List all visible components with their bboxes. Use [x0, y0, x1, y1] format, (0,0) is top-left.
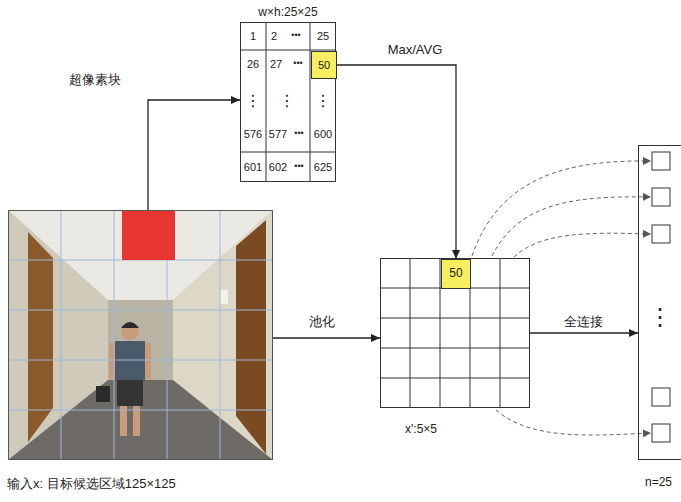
- edge-label: 超像素块: [67, 73, 123, 87]
- arrow-connector: [337, 65, 456, 259]
- arrow-connector: [148, 100, 240, 210]
- ellipsis-mark: ⋮: [245, 92, 261, 110]
- ellipsis-mark: ⋮: [279, 92, 295, 110]
- cell-number: 50: [449, 267, 462, 281]
- ellipsis-mark: •••: [293, 59, 302, 69]
- cell-number: 25: [317, 30, 329, 42]
- ellipsis-mark: •••: [291, 31, 300, 41]
- highlight-cell: 50: [311, 51, 337, 79]
- output-vector: n=25: [638, 145, 681, 460]
- cell-number: 2: [271, 30, 277, 42]
- arrow-connector: [530, 332, 638, 333]
- cell-number: 601: [244, 161, 262, 173]
- cell-number: 600: [314, 128, 332, 140]
- cell-number: 625: [314, 161, 332, 173]
- cell-number: 577: [269, 128, 287, 140]
- cell-number: 576: [244, 128, 262, 140]
- input-image: 输入x: 目标候选区域125×125: [8, 210, 273, 460]
- cell-number: 602: [269, 161, 287, 173]
- image-caption: 输入x: 目标候选区域125×125: [7, 477, 176, 492]
- ellipsis-mark: •••: [294, 129, 303, 139]
- cell-number: 1: [250, 30, 256, 42]
- ellipsis-mark: ⋮: [315, 92, 331, 110]
- ellipsis-mark: •••: [294, 162, 303, 172]
- edge-label: Max/AVG: [386, 43, 445, 57]
- edge-label: 全连接: [562, 315, 605, 329]
- ellipsis-mark: ⋮: [648, 304, 672, 330]
- cell-number: 27: [270, 58, 282, 70]
- arrow-connector: [273, 337, 380, 338]
- cell-number: 50: [318, 59, 330, 72]
- pooled-grid: x':5×550: [380, 258, 530, 408]
- grid-size: x':5×5: [405, 423, 437, 437]
- highlight-cell: 50: [441, 259, 471, 289]
- edge-label: 池化: [307, 315, 337, 329]
- cell-number: 26: [247, 58, 259, 70]
- grid-size: w×h:25×25: [258, 6, 317, 20]
- vector-length: n=25: [645, 476, 672, 490]
